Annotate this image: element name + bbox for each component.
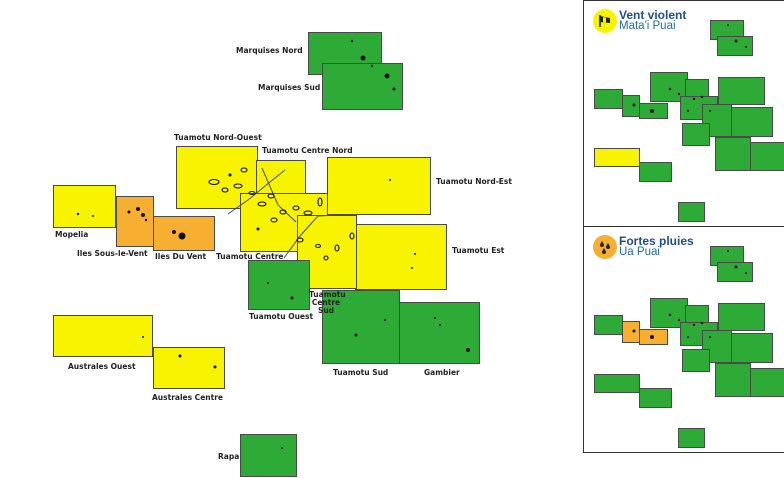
mini-zone-tuamotu-est <box>730 333 773 363</box>
mini-zone-tuamotu-sud <box>715 363 751 397</box>
zone-gambier[interactable] <box>399 302 480 364</box>
zone-australes-ouest[interactable] <box>53 315 153 357</box>
label-iles-du-vent: Iles Du Vent <box>155 252 207 261</box>
mini-zone-tuamotu-ouest <box>682 123 710 146</box>
label-tuamotu-sud: Tuamotu Sud <box>333 368 389 377</box>
mini-zone-australes-centre <box>639 162 672 182</box>
label-tuamotu-centre-nord: Tuamotu Centre Nord <box>262 146 353 155</box>
panel-fortes-pluies[interactable]: Fortes pluies Ua Puai <box>583 226 784 453</box>
label-tuamotu-centre-sud-line3: Sud <box>317 306 335 315</box>
label-marquises-nord: Marquises Nord <box>236 46 303 55</box>
label-tuamotu-nord-est: Tuamotu Nord-Est <box>436 177 512 186</box>
mini-zone-tuamotu-centre-sud <box>702 104 732 137</box>
label-gambier: Gambier <box>424 368 460 377</box>
panel-title: Fortes pluies <box>619 234 694 248</box>
zone-tuamotu-ouest[interactable] <box>248 260 310 310</box>
zone-iles-sous-le-vent[interactable] <box>116 196 154 247</box>
mini-islands <box>632 250 747 339</box>
zone-australes-centre[interactable] <box>153 347 225 389</box>
label-australes-ouest: Australes Ouest <box>68 362 136 371</box>
mini-zone-marquises-sud <box>717 262 753 282</box>
mini-zone-rapa <box>678 428 705 448</box>
panel-vent-violent[interactable]: Vent violent Mata'i Puai <box>583 0 784 227</box>
zone-rapa[interactable] <box>240 434 297 477</box>
label-tuamotu-centre: Tuamotu Centre <box>216 252 284 261</box>
mini-zone-australes-ouest <box>594 148 640 167</box>
mini-zone-tuamotu-est <box>730 107 773 137</box>
zone-tuamotu-nord-est[interactable] <box>327 157 431 215</box>
wind-flag-icon <box>593 9 617 33</box>
label-tuamotu-est: Tuamotu Est <box>452 246 505 255</box>
mini-islands <box>632 24 747 113</box>
zone-tuamotu-sud[interactable] <box>322 290 400 364</box>
panel-subtitle: Mata'i Puai <box>619 20 676 32</box>
label-tuamotu-centre-sud: Tuamotu Centre Sud <box>309 290 346 315</box>
rain-drops-icon <box>593 235 617 259</box>
label-tuamotu-centre-sud-line2: Centre <box>311 298 341 307</box>
panel-subtitle: Ua Puai <box>619 246 660 258</box>
zone-mopelia[interactable] <box>53 185 116 228</box>
zone-marquises-sud[interactable] <box>322 63 403 110</box>
label-marquises-sud: Marquises Sud <box>258 83 321 92</box>
label-mopelia: Mopelia <box>55 230 89 239</box>
mini-zone-tuamotu-ouest <box>682 349 710 372</box>
label-iles-sous-le-vent: Iles Sous-le-Vent <box>77 249 148 258</box>
label-tuamotu-ouest: Tuamotu Ouest <box>249 312 314 321</box>
panel-title: Vent violent <box>619 8 687 22</box>
label-rapa: Rapa <box>218 452 240 461</box>
mini-zone-rapa <box>678 202 705 222</box>
mini-zone-australes-centre <box>639 388 672 408</box>
mini-zone-tuamotu-nord-est <box>718 77 765 105</box>
label-australes-centre: Australes Centre <box>152 393 223 402</box>
label-tuamotu-nord-ouest: Tuamotu Nord-Ouest <box>174 133 262 142</box>
mini-zone-tuamotu-nord-est <box>718 303 765 331</box>
mini-zone-gambier <box>750 142 784 171</box>
label-tuamotu-centre-sud-line1: Tuamotu <box>309 290 346 299</box>
mini-zone-australes-ouest <box>594 374 640 393</box>
mini-zone-marquises-sud <box>717 36 753 56</box>
mini-zone-gambier <box>750 368 784 397</box>
